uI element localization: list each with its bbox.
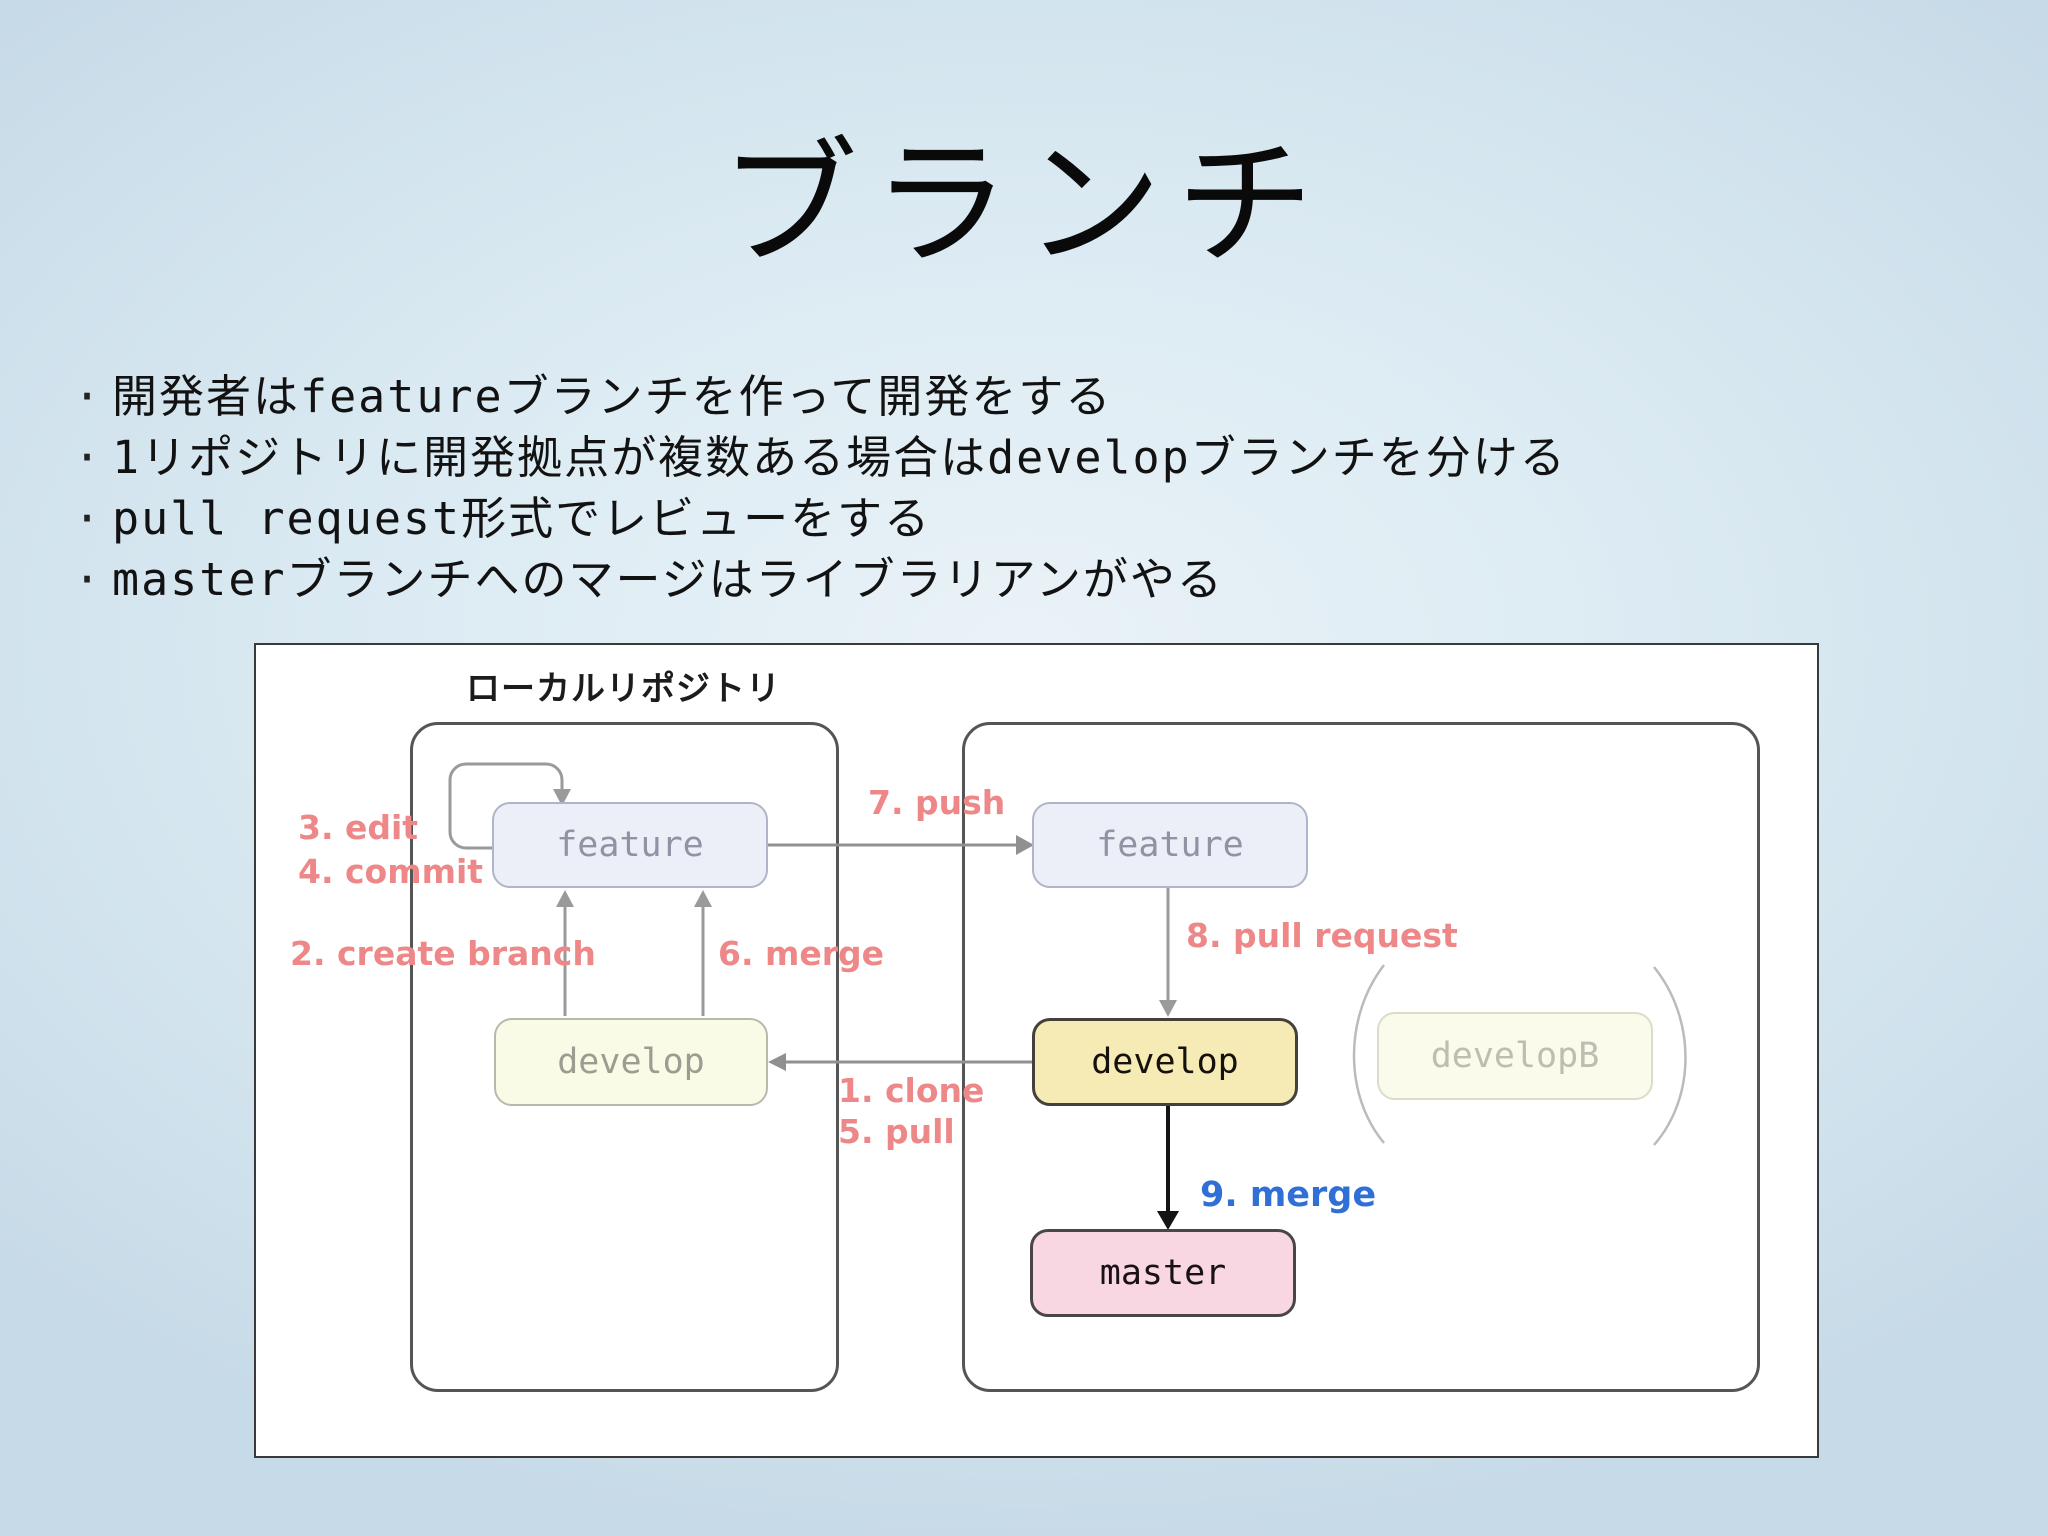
develop-b-node: developB	[1377, 1012, 1653, 1100]
create-branch-arrowhead	[556, 890, 574, 907]
developb-paren-right	[1653, 966, 1687, 1146]
step-label-edit: 3. edit	[298, 808, 419, 847]
clone-pull-arrowhead	[768, 1053, 786, 1071]
page-title: ブランチ	[719, 124, 1328, 285]
local-repo-label: ローカルリポジトリ	[466, 669, 781, 709]
step-label-clone: 1. clone	[838, 1071, 985, 1110]
push-arrowhead	[1016, 835, 1034, 855]
bullet-text: 開発者はfeatureブランチを作って開発をする	[112, 370, 1113, 423]
step-label-commit: 4. commit	[298, 852, 484, 891]
master-node: master	[1030, 1229, 1296, 1317]
bullet-list: · 開発者はfeatureブランチを作って開発をする · 1リポジトリに開発拠点…	[64, 366, 2014, 610]
merge6-arrowhead	[694, 890, 712, 907]
step-label-create-branch: 2. create branch	[290, 934, 596, 973]
bullet-text: masterブランチへのマージはライブラリアンがやる	[112, 553, 1224, 606]
develop-remote-node: develop	[1032, 1018, 1298, 1106]
list-item: · pull request形式でレビューをする	[64, 488, 2014, 549]
local-repo-container	[410, 722, 839, 1392]
feature-remote-node: feature	[1032, 802, 1308, 888]
bullet-text: 1リポジトリに開発拠点が複数ある場合はdevelopブランチを分ける	[112, 431, 1567, 484]
step-label-merge6: 6. merge	[718, 934, 885, 973]
list-item: · 1リポジトリに開発拠点が複数ある場合はdevelopブランチを分ける	[64, 427, 2014, 488]
bullet-icon: ·	[73, 431, 103, 484]
step-label-merge9: 9. merge	[1200, 1175, 1377, 1215]
step-label-pull-request: 8. pull request	[1186, 916, 1458, 955]
developb-paren-left	[1352, 964, 1385, 1144]
merge9-arrowhead	[1157, 1211, 1179, 1230]
remote-repo-container	[962, 722, 1760, 1392]
develop-local-node: develop	[494, 1018, 768, 1106]
bullet-text: pull request形式でレビューをする	[112, 492, 932, 545]
step-label-pull: 5. pull	[838, 1112, 955, 1151]
diagram-panel: ローカルリポジトリ	[254, 643, 1819, 1458]
pull-request-arrowhead	[1159, 1000, 1177, 1017]
bullet-icon: ·	[73, 553, 103, 606]
step-label-push: 7. push	[868, 783, 1006, 822]
edit-commit-loop-arrowhead	[553, 789, 571, 806]
list-item: · masterブランチへのマージはライブラリアンがやる	[64, 549, 2014, 610]
bullet-icon: ·	[73, 492, 103, 545]
bullet-icon: ·	[73, 370, 103, 423]
list-item: · 開発者はfeatureブランチを作って開発をする	[64, 366, 2014, 427]
diagram-arrows	[448, 762, 1687, 1230]
feature-local-node: feature	[492, 802, 768, 888]
